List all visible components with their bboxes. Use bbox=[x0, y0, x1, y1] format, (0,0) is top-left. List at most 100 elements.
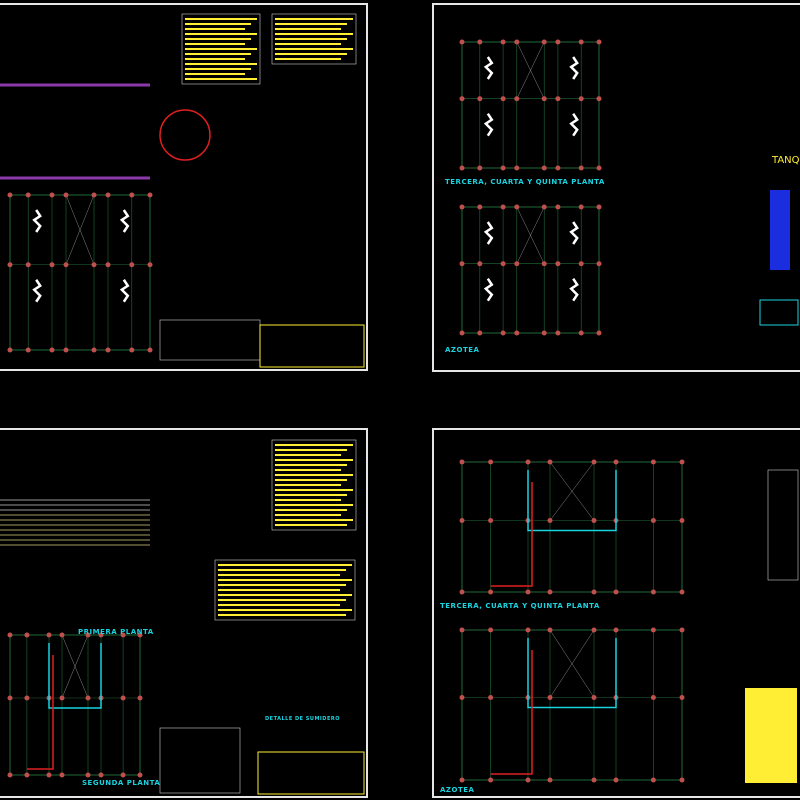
general-notes-box bbox=[745, 688, 797, 783]
column-marker bbox=[578, 204, 584, 210]
column-marker bbox=[120, 772, 126, 778]
column-marker bbox=[541, 165, 547, 171]
column-marker bbox=[514, 261, 520, 267]
plumbing-fixture bbox=[119, 279, 130, 303]
column-marker bbox=[547, 518, 553, 523]
column-marker bbox=[98, 632, 104, 638]
column-marker bbox=[49, 192, 55, 198]
column-marker bbox=[488, 518, 494, 523]
column-marker bbox=[7, 192, 13, 198]
detail-circle bbox=[159, 109, 211, 161]
column-marker bbox=[591, 589, 597, 595]
column-marker bbox=[59, 632, 65, 638]
column-marker bbox=[46, 632, 52, 638]
column-marker bbox=[7, 695, 13, 701]
column-marker bbox=[477, 204, 483, 210]
column-marker bbox=[120, 695, 126, 701]
column-marker bbox=[525, 589, 531, 595]
column-marker bbox=[488, 777, 494, 783]
column-marker bbox=[514, 204, 520, 210]
column-marker bbox=[541, 261, 547, 267]
sheet-4-frame bbox=[432, 428, 800, 798]
column-marker bbox=[591, 518, 597, 523]
column-marker bbox=[541, 204, 547, 210]
column-marker bbox=[129, 347, 135, 353]
stair-void bbox=[61, 634, 89, 699]
column-marker bbox=[650, 695, 656, 700]
column-marker bbox=[459, 261, 465, 267]
column-marker bbox=[500, 330, 506, 336]
plumbing-fixture bbox=[483, 221, 494, 245]
cold-water-pipe bbox=[527, 638, 617, 709]
column-marker bbox=[25, 262, 31, 268]
plan-title-azotea-sheet4: AZOTEA bbox=[440, 786, 475, 794]
hot-water-pipe bbox=[26, 655, 54, 770]
column-marker bbox=[514, 330, 520, 336]
column-marker bbox=[555, 96, 561, 102]
plan-title-tercera-sheet4: TERCERA, CUARTA Y QUINTA PLANTA bbox=[440, 602, 600, 610]
tank-plan bbox=[759, 299, 799, 326]
column-marker bbox=[541, 96, 547, 102]
column-marker bbox=[91, 347, 97, 353]
column-marker bbox=[650, 589, 656, 595]
column-marker bbox=[555, 330, 561, 336]
stair-void bbox=[516, 206, 545, 264]
column-marker bbox=[7, 632, 13, 638]
column-marker bbox=[679, 459, 685, 465]
sheet-2-frame bbox=[432, 3, 800, 372]
column-marker bbox=[459, 777, 465, 783]
column-marker bbox=[25, 192, 31, 198]
column-marker bbox=[147, 347, 153, 353]
column-marker bbox=[137, 772, 143, 778]
column-marker bbox=[578, 165, 584, 171]
column-marker bbox=[459, 39, 465, 45]
column-marker bbox=[24, 632, 30, 638]
column-marker bbox=[459, 627, 465, 633]
notes-box bbox=[271, 13, 357, 65]
column-marker bbox=[650, 459, 656, 465]
column-marker bbox=[591, 459, 597, 465]
column-marker bbox=[129, 192, 135, 198]
column-marker bbox=[63, 262, 69, 268]
hot-water-pipe bbox=[490, 650, 533, 775]
column-marker bbox=[541, 330, 547, 336]
column-marker bbox=[59, 695, 65, 701]
plumbing-fixture bbox=[32, 279, 42, 303]
column-marker bbox=[459, 330, 465, 336]
column-marker bbox=[7, 772, 13, 778]
column-marker bbox=[91, 192, 97, 198]
column-marker bbox=[500, 39, 506, 45]
hot-water-pipe bbox=[490, 482, 533, 587]
stair-void bbox=[549, 461, 595, 521]
column-marker bbox=[578, 96, 584, 102]
plumbing-fixture bbox=[569, 278, 579, 302]
column-marker bbox=[488, 589, 494, 595]
column-marker bbox=[459, 459, 465, 465]
column-marker bbox=[105, 262, 111, 268]
column-marker bbox=[514, 39, 520, 45]
column-marker bbox=[650, 627, 656, 633]
sheet-3-frame bbox=[0, 428, 368, 798]
plumbing-fixture bbox=[569, 221, 579, 245]
plan-title-segunda: SEGUNDA PLANTA bbox=[82, 779, 161, 787]
column-marker bbox=[555, 204, 561, 210]
title-block bbox=[257, 751, 365, 795]
column-marker bbox=[547, 459, 553, 465]
column-marker bbox=[85, 695, 91, 701]
column-marker bbox=[547, 589, 553, 595]
column-marker bbox=[547, 777, 553, 783]
column-marker bbox=[596, 330, 602, 336]
column-marker bbox=[477, 165, 483, 171]
column-marker bbox=[596, 165, 602, 171]
column-marker bbox=[24, 772, 30, 778]
stair-void bbox=[549, 629, 595, 698]
column-marker bbox=[137, 695, 143, 701]
column-marker bbox=[514, 96, 520, 102]
column-marker bbox=[500, 96, 506, 102]
plan-title-azotea-sheet2: AZOTEA bbox=[445, 346, 480, 354]
column-marker bbox=[46, 772, 52, 778]
column-marker bbox=[477, 330, 483, 336]
column-marker bbox=[459, 204, 465, 210]
column-marker bbox=[541, 39, 547, 45]
